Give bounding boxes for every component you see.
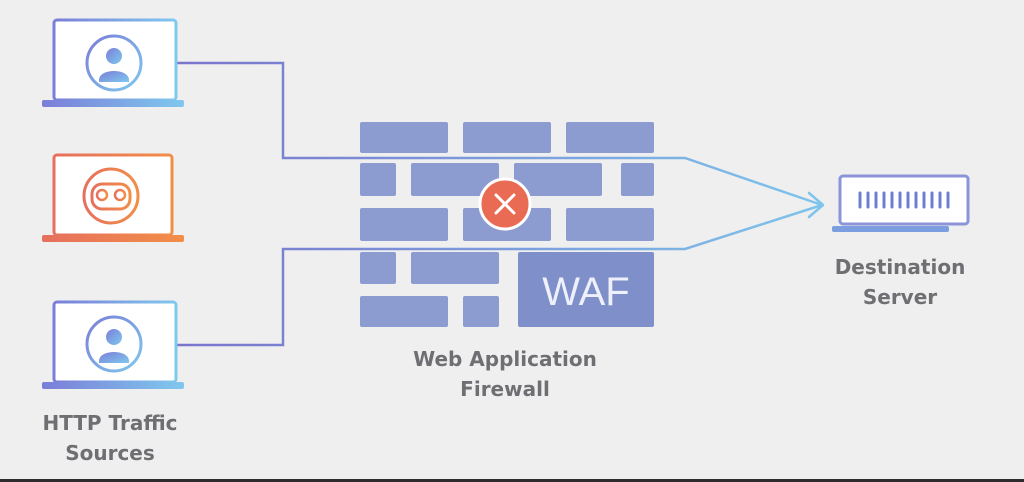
firewall-label: Web Application Firewall	[380, 344, 630, 404]
firewall-label-line-2: Firewall	[460, 377, 550, 401]
traffic-lines	[174, 61, 825, 347]
x-circle-icon	[478, 177, 532, 231]
sources-label-line-1: HTTP Traffic	[42, 411, 178, 435]
user-laptop-1	[42, 18, 184, 107]
bot-laptop	[42, 153, 184, 242]
user-icon	[85, 315, 143, 373]
waf-block	[518, 252, 654, 327]
sources-label-line-2: Sources	[65, 441, 155, 465]
destination-label-line-2: Server	[862, 285, 938, 309]
robot-icon	[82, 167, 140, 225]
sources-label: HTTP Traffic Sources	[10, 408, 210, 468]
bottom-border	[0, 479, 1024, 482]
firewall-label-line-1: Web Application	[413, 347, 597, 371]
user-icon	[85, 34, 143, 92]
waf-text: WAF	[542, 270, 629, 314]
destination-label: Destination Server	[800, 252, 1000, 312]
destination-label-line-1: Destination	[834, 255, 966, 279]
server-icon	[832, 174, 970, 232]
user-laptop-2	[42, 300, 184, 389]
